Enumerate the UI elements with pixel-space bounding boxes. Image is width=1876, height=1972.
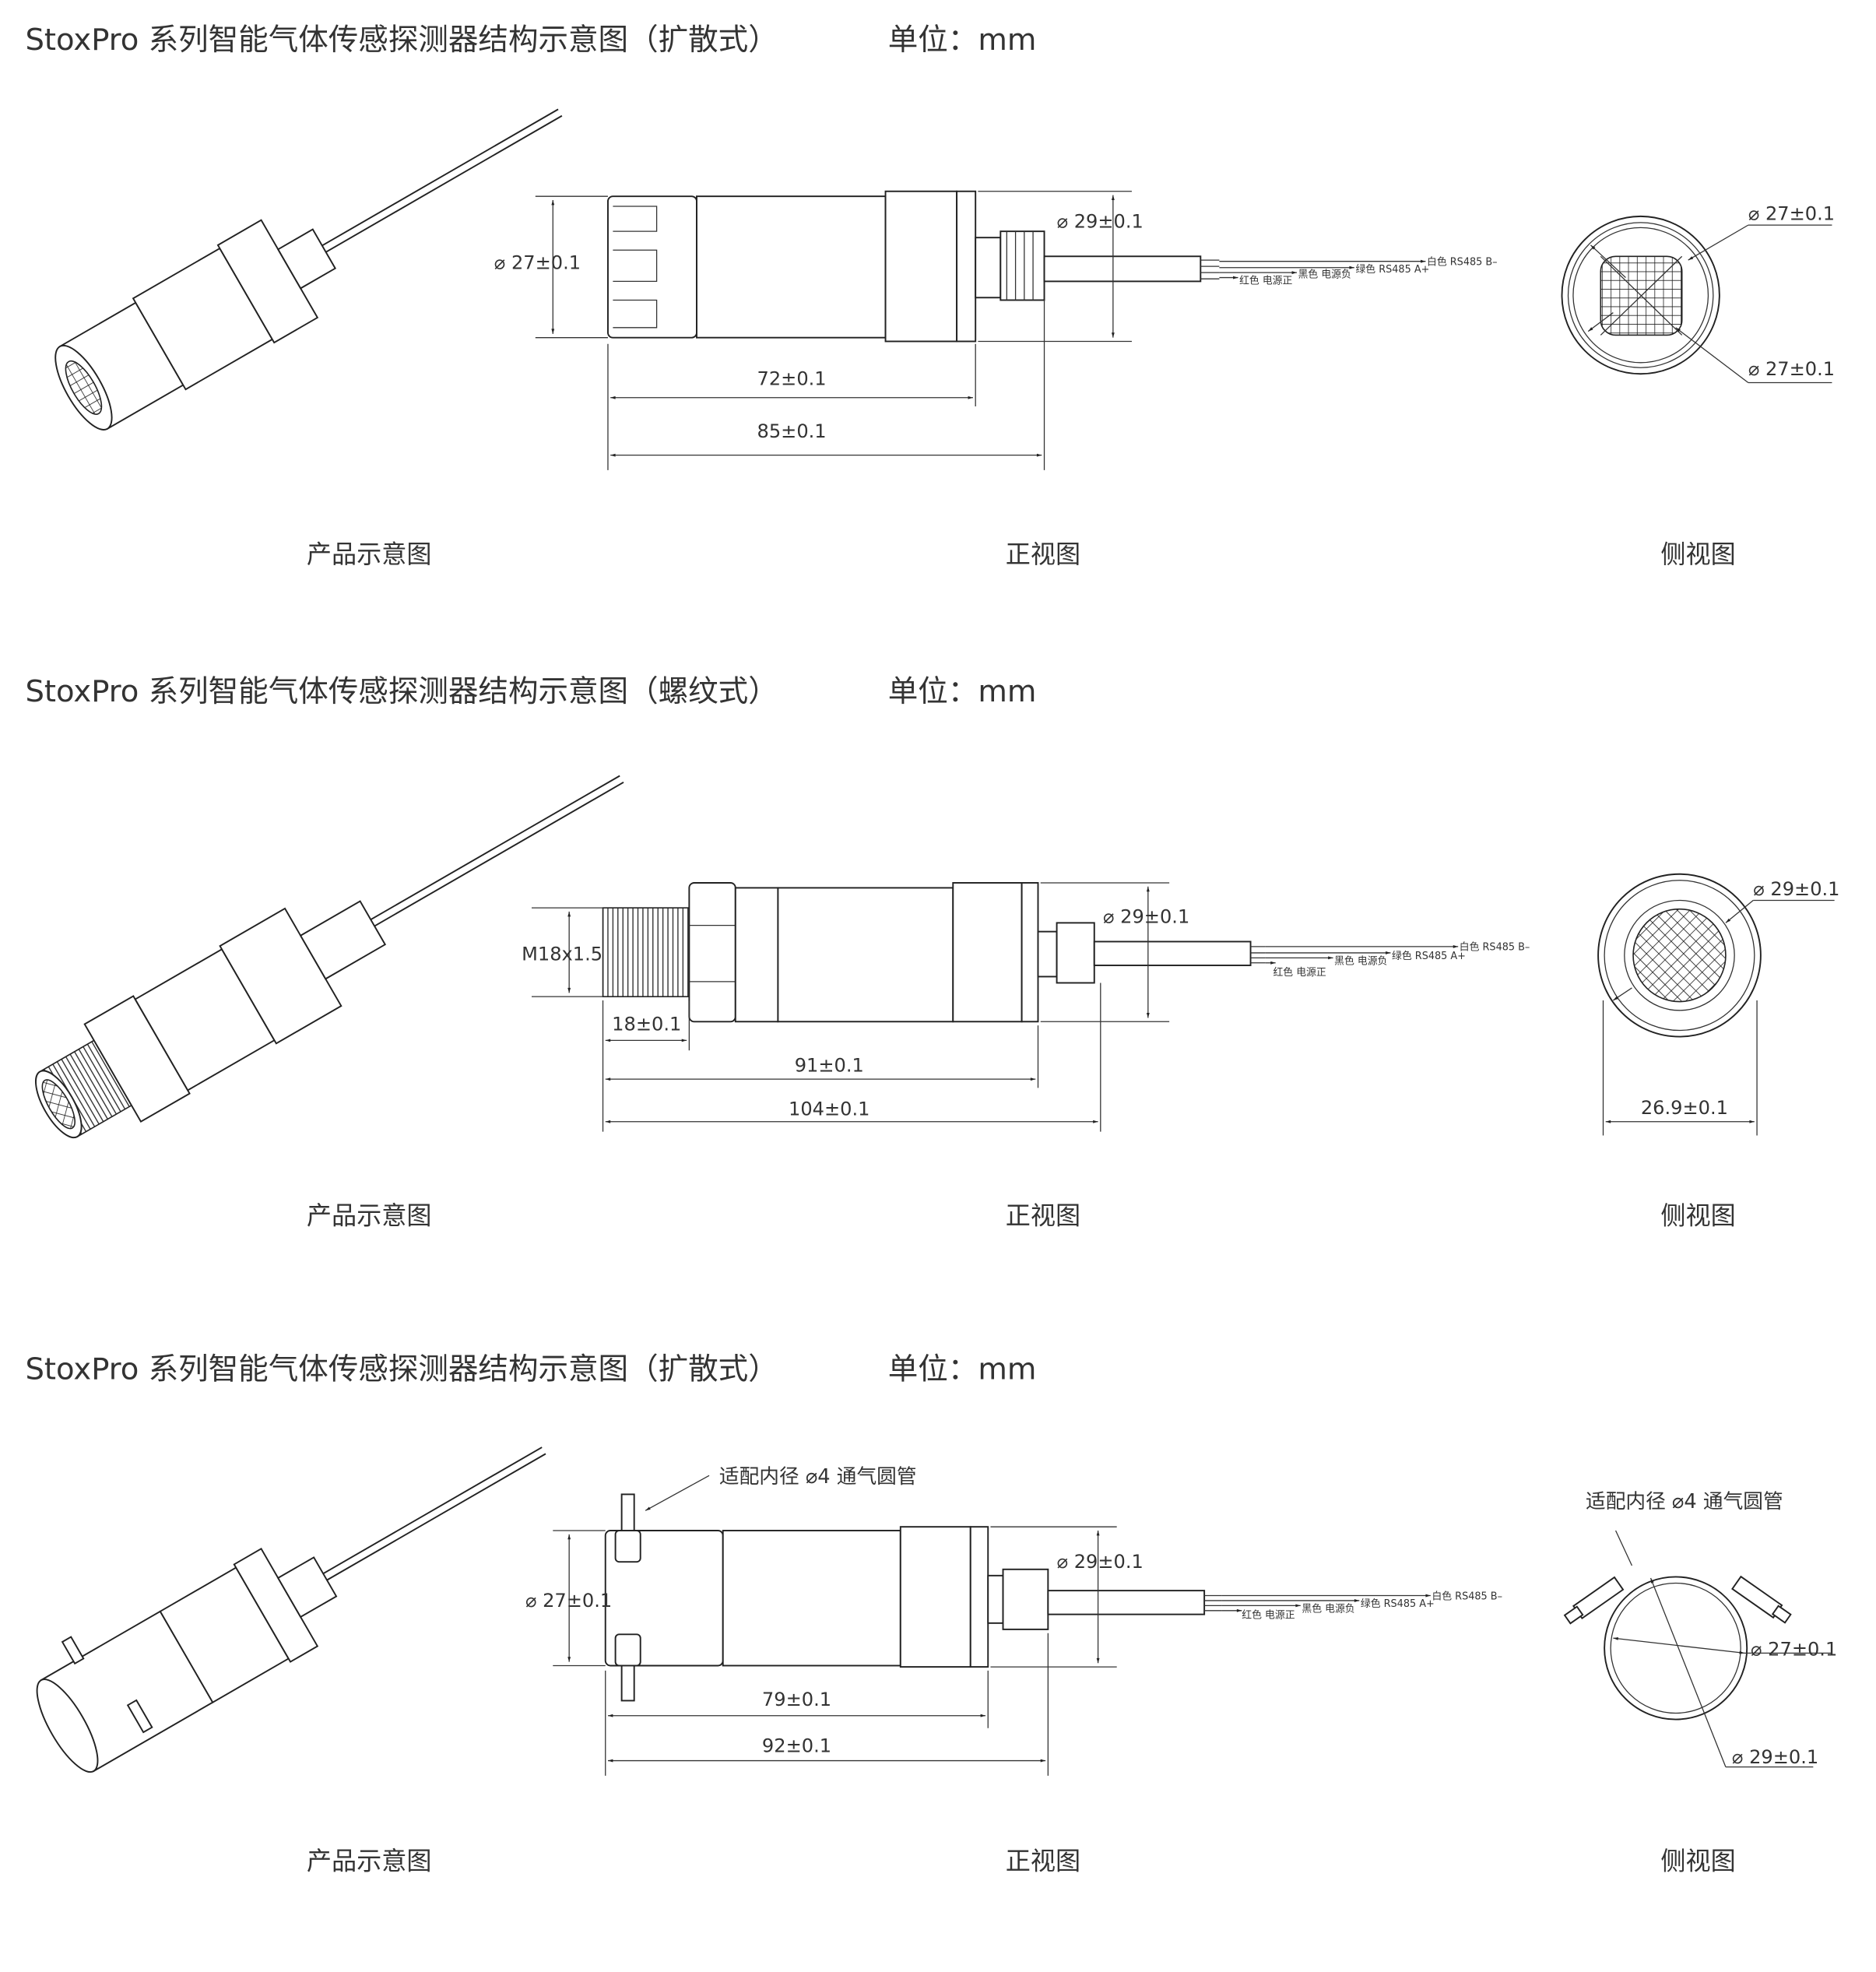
wire-label-red: 红色 电源正 bbox=[1273, 966, 1326, 979]
wire-label-black: 黑色 电源负 bbox=[1334, 954, 1387, 967]
side-view: ⌀ 27±0.1 ⌀ 27±0.1 bbox=[1561, 203, 1835, 384]
side-dim-top: ⌀ 27±0.1 bbox=[1748, 203, 1835, 225]
gas-nozzle-top bbox=[614, 1493, 641, 1563]
caption-side-view: 侧视图 bbox=[1660, 1200, 1735, 1230]
side-dim-width: 26.9±0.1 bbox=[1641, 1097, 1728, 1119]
tube-note: 适配内径 ⌀4 通气圆管 bbox=[719, 1465, 917, 1489]
section-diffusion: StoxPro 系列智能气体传感探测器结构示意图（扩散式） 单位：mm 白色 R… bbox=[25, 23, 1835, 569]
wire-label-green: 绿色 RS485 A+ bbox=[1392, 950, 1466, 962]
wire-label-red: 红色 电源正 bbox=[1242, 1608, 1295, 1621]
dim-diameter-left: ⌀ 27±0.1 bbox=[525, 1590, 612, 1612]
front-view: 白色 RS485 B– 绿色 RS485 A+ 黑色 电源负 红色 电源正 M1… bbox=[522, 882, 1530, 1132]
dim-thread-length: 18±0.1 bbox=[612, 1014, 681, 1035]
wire-label-black: 黑色 电源负 bbox=[1302, 1602, 1354, 1615]
dim-diameter-right: ⌀ 29±0.1 bbox=[1103, 905, 1189, 927]
product-illustration bbox=[35, 775, 624, 1139]
caption-front-view: 正视图 bbox=[1006, 1846, 1080, 1875]
dim-diameter-left: ⌀ 27±0.1 bbox=[494, 251, 581, 273]
product-illustration bbox=[54, 108, 563, 431]
caption-product: 产品示意图 bbox=[307, 1200, 432, 1230]
dim-length-inner: 79±0.1 bbox=[762, 1689, 831, 1710]
dim-length-inner: 72±0.1 bbox=[757, 368, 827, 390]
side-dim-top: ⌀ 29±0.1 bbox=[1753, 878, 1839, 900]
gas-nozzle-bottom bbox=[614, 1633, 641, 1702]
side-dim-bottom: ⌀ 27±0.1 bbox=[1748, 358, 1835, 380]
section-title: StoxPro 系列智能气体传感探测器结构示意图（扩散式） bbox=[25, 1352, 778, 1387]
wire-label-black: 黑色 电源负 bbox=[1298, 269, 1351, 281]
caption-side-view: 侧视图 bbox=[1660, 1846, 1735, 1875]
dim-diameter-right: ⌀ 29±0.1 bbox=[1057, 1551, 1144, 1573]
wire-label-white: 白色 RS485 B– bbox=[1427, 256, 1498, 269]
caption-side-view: 侧视图 bbox=[1660, 540, 1735, 569]
caption-front-view: 正视图 bbox=[1006, 540, 1080, 569]
wire-label-white: 白色 RS485 B– bbox=[1432, 1590, 1502, 1602]
dim-length-total: 104±0.1 bbox=[789, 1098, 869, 1120]
front-view: 白色 RS485 B– 绿色 RS485 A+ 黑色 电源负 红色 电源正 ⌀ … bbox=[494, 190, 1498, 470]
dim-length-inner: 91±0.1 bbox=[795, 1055, 864, 1077]
side-dim-bottom: ⌀ 29±0.1 bbox=[1732, 1746, 1818, 1768]
dim-length-total: 92±0.1 bbox=[762, 1735, 831, 1756]
section-pump: StoxPro 系列智能气体传感探测器结构示意图（扩散式） 单位：mm 适配内径… bbox=[25, 1352, 1837, 1876]
side-view: ⌀ 29±0.1 26.9±0.1 bbox=[1597, 873, 1840, 1136]
caption-front-view: 正视图 bbox=[1006, 1200, 1080, 1230]
caption-product: 产品示意图 bbox=[307, 1846, 432, 1875]
unit-label: 单位：mm bbox=[888, 23, 1037, 58]
section-title: StoxPro 系列智能气体传感探测器结构示意图（扩散式） bbox=[25, 23, 778, 58]
wire-label-red: 红色 电源正 bbox=[1239, 275, 1292, 287]
side-view: 适配内径 ⌀4 通气圆管 ⌀ 27±0.1 ⌀ 29±0.1 bbox=[1563, 1490, 1837, 1768]
section-title: StoxPro 系列智能气体传感探测器结构示意图（螺纹式） bbox=[25, 674, 778, 709]
wire-label-green: 绿色 RS485 A+ bbox=[1361, 1598, 1435, 1610]
side-tube-note: 适配内径 ⌀4 通气圆管 bbox=[1586, 1490, 1783, 1513]
unit-label: 单位：mm bbox=[888, 1352, 1037, 1387]
dim-length-total: 85±0.1 bbox=[757, 420, 827, 442]
side-dim-mid: ⌀ 27±0.1 bbox=[1751, 1639, 1837, 1661]
front-view: 适配内径 ⌀4 通气圆管 白色 RS485 B– 绿色 RS485 A+ 黑色 … bbox=[525, 1465, 1502, 1776]
wire-label-green: 绿色 RS485 A+ bbox=[1355, 263, 1429, 276]
caption-product: 产品示意图 bbox=[307, 540, 432, 569]
dim-thread: M18x1.5 bbox=[522, 944, 602, 965]
section-threaded: StoxPro 系列智能气体传感探测器结构示意图（螺纹式） 单位：mm 白色 R… bbox=[25, 674, 1840, 1230]
product-illustration bbox=[36, 1446, 546, 1773]
dim-diameter-right: ⌀ 29±0.1 bbox=[1057, 210, 1144, 232]
wire-label-white: 白色 RS485 B– bbox=[1460, 941, 1530, 954]
unit-label: 单位：mm bbox=[888, 674, 1037, 709]
